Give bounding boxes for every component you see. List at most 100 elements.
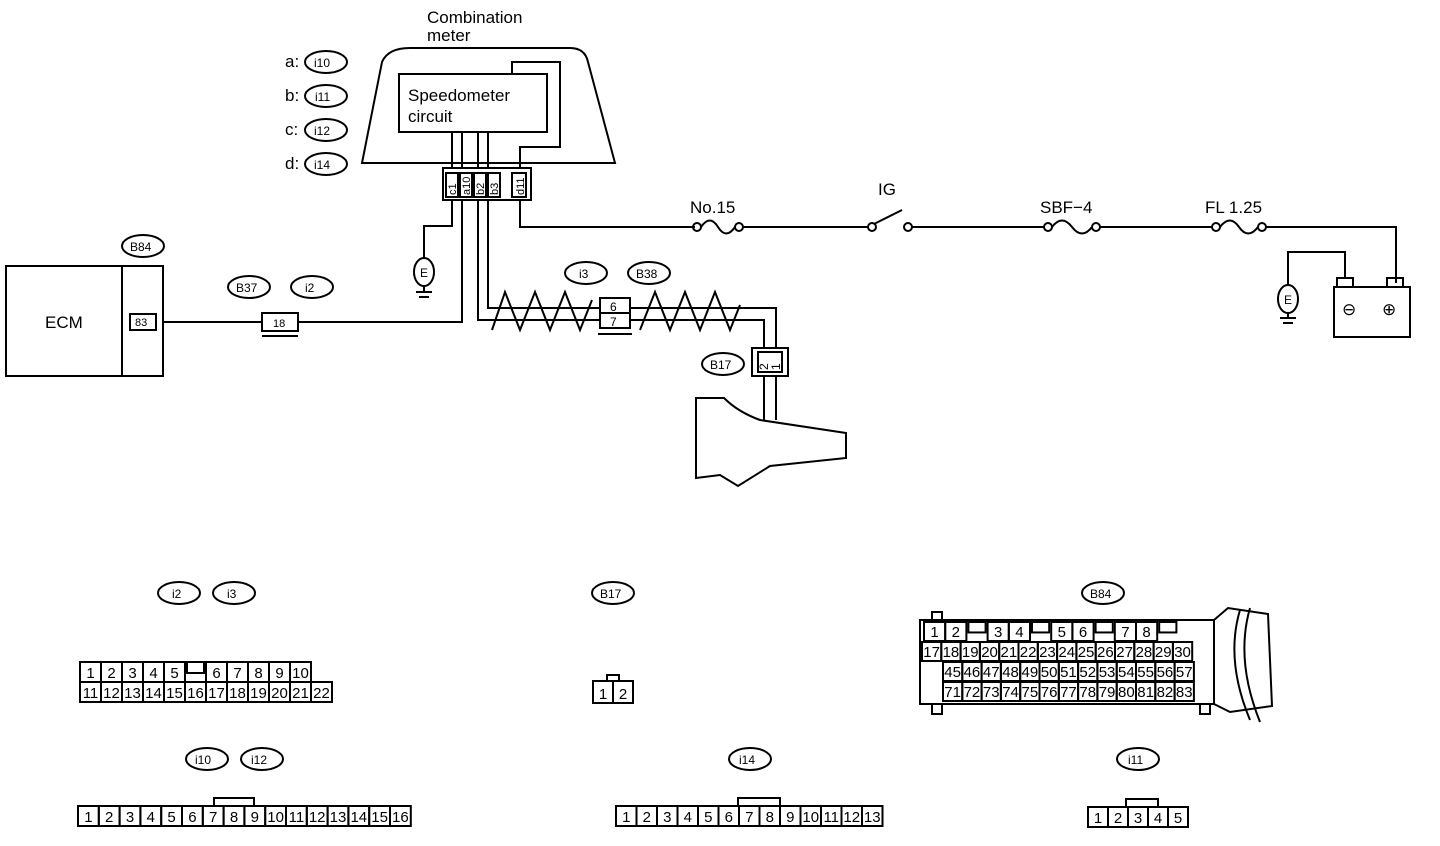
connector-pin-number: 22 bbox=[1020, 644, 1037, 661]
connector-pin-number: 16 bbox=[187, 685, 204, 702]
fuse-sbf4 bbox=[1051, 219, 1093, 235]
b38-tag-label: B38 bbox=[636, 267, 658, 281]
sensor-wires-b bbox=[630, 307, 777, 348]
connector-pin-number: 4 bbox=[149, 665, 157, 682]
connector-pin-number: 55 bbox=[1137, 664, 1154, 681]
connector-pin-number: 30 bbox=[1174, 644, 1191, 661]
connector-pin-cell bbox=[612, 680, 634, 704]
connector-pin-number: 77 bbox=[1060, 684, 1077, 701]
connector-pin-number: 82 bbox=[1157, 684, 1174, 701]
i3-view-label: i3 bbox=[227, 587, 237, 601]
ground-wire-meter bbox=[423, 200, 453, 258]
connector-pin-number: 5 bbox=[1058, 624, 1066, 641]
connector-legend: a: i10 b: i11 c: i12 d: i14 bbox=[285, 50, 348, 176]
battery-pos: ⊕ bbox=[1382, 300, 1396, 319]
ig-switch bbox=[873, 209, 903, 225]
speed-sensor-body bbox=[695, 397, 847, 488]
connector-pin-number: 6 bbox=[212, 665, 220, 682]
b17-tag bbox=[701, 352, 745, 376]
connector-pin-number: 2 bbox=[619, 686, 627, 703]
connector-pin-number: 51 bbox=[1060, 664, 1077, 681]
b84-tag bbox=[121, 234, 165, 258]
speed-signal-wire bbox=[163, 200, 463, 323]
connector-pin-number: 19 bbox=[962, 644, 979, 661]
connector-pin-number: 10 bbox=[292, 665, 309, 682]
i12-view-label: i12 bbox=[251, 753, 267, 767]
connector-pin-number: 5 bbox=[167, 809, 175, 826]
i3-tag bbox=[564, 261, 608, 285]
connector-pin-number: 1 bbox=[622, 809, 630, 826]
power-wire-5 bbox=[1266, 226, 1397, 283]
legend-d-conn: i14 bbox=[314, 158, 330, 172]
b17-view-label: B17 bbox=[600, 587, 622, 601]
battery-neg: ⊖ bbox=[1342, 300, 1356, 319]
connector-pin-number: 18 bbox=[943, 644, 960, 661]
connector-pin-number: 13 bbox=[330, 809, 347, 826]
connector-pin-number: 72 bbox=[964, 684, 981, 701]
connector-pin-number: 50 bbox=[1041, 664, 1058, 681]
battery-ground-wire bbox=[1287, 251, 1346, 285]
meter-connector-pins: c1 a10 b2 b3 d11 bbox=[445, 172, 527, 198]
connector-pin-number: 26 bbox=[1097, 644, 1114, 661]
connector-pin-number: 8 bbox=[766, 809, 774, 826]
connector-pin-number: 16 bbox=[392, 809, 409, 826]
connector-pin-number: 75 bbox=[1022, 684, 1039, 701]
b38-tag bbox=[627, 261, 671, 285]
connector-pin-number: 54 bbox=[1118, 664, 1135, 681]
connector-pin-number: 24 bbox=[1058, 644, 1075, 661]
connector-pin-number: 20 bbox=[271, 685, 288, 702]
fuse-fl125 bbox=[1219, 219, 1259, 235]
ground-label-battery: E bbox=[1284, 293, 1292, 307]
connector-key bbox=[1031, 621, 1051, 634]
connector-pin-number: 2 bbox=[1114, 810, 1122, 827]
connector-key bbox=[1094, 621, 1114, 634]
connector-pin-number: 17 bbox=[923, 644, 940, 661]
twisted-pair-a bbox=[491, 289, 593, 333]
connector-pin-number: 49 bbox=[1022, 664, 1039, 681]
i2-tag-label: i2 bbox=[305, 281, 315, 295]
ground-icon bbox=[416, 286, 432, 298]
connector-pin-number: 6 bbox=[1079, 624, 1087, 641]
connector-pin-number: 76 bbox=[1041, 684, 1058, 701]
connector-pin-number: 10 bbox=[802, 809, 819, 826]
b84-harness bbox=[1213, 606, 1274, 714]
connector-pin-number: 27 bbox=[1116, 644, 1133, 661]
i3-tag-label: i3 bbox=[579, 267, 589, 281]
pin-c1: c1 bbox=[447, 183, 459, 195]
sensor-leads bbox=[763, 376, 777, 420]
connector-pin-number: 8 bbox=[230, 809, 238, 826]
connector-pin-number: 4 bbox=[1015, 624, 1023, 641]
connector-pin-number: 9 bbox=[275, 665, 283, 682]
connector-pin-number: 56 bbox=[1157, 664, 1174, 681]
b17-tag-label: B17 bbox=[710, 358, 732, 372]
ecm-box bbox=[5, 265, 164, 377]
ecm-pin-83: 83 bbox=[135, 317, 147, 329]
connector-pin-number: 12 bbox=[843, 809, 860, 826]
connector-pin-number: 14 bbox=[145, 685, 162, 702]
connector-pin-number: 81 bbox=[1137, 684, 1154, 701]
sensor-pin-1: 1 bbox=[769, 363, 783, 370]
connector-pin-number: 2 bbox=[105, 809, 113, 826]
connector-pin-number: 3 bbox=[1134, 810, 1142, 827]
connector-pin-number: 11 bbox=[83, 685, 99, 702]
connector-pin-number: 47 bbox=[983, 664, 1000, 681]
connector-pin-number: 1 bbox=[1094, 810, 1102, 827]
connector-pin-number: 2 bbox=[643, 809, 651, 826]
connector-pin-number: 22 bbox=[313, 685, 330, 702]
b84-view-label: B84 bbox=[1090, 587, 1112, 601]
connector-pin-number: 29 bbox=[1155, 644, 1172, 661]
battery bbox=[1333, 286, 1411, 338]
connector-pin-number: 10 bbox=[267, 809, 284, 826]
connector-key bbox=[1158, 621, 1178, 634]
connector-pin-number: 13 bbox=[864, 809, 881, 826]
meter-housing bbox=[360, 47, 617, 164]
connector-pin-number: 15 bbox=[371, 809, 388, 826]
connector-pin-number: 7 bbox=[209, 809, 217, 826]
connector-pin-number: 3 bbox=[128, 665, 136, 682]
connector-pin-number: 11 bbox=[289, 809, 305, 826]
connector-pin-number: 83 bbox=[1176, 684, 1193, 701]
meter-circuit-wires bbox=[451, 132, 489, 170]
connector-pin-number: 7 bbox=[233, 665, 241, 682]
